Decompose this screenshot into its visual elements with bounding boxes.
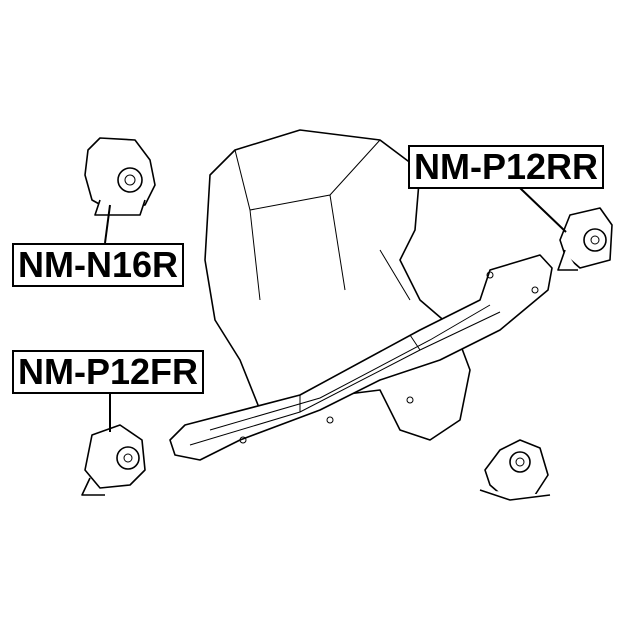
mount-front-lower (479, 439, 551, 501)
leader-lines (104, 187, 567, 432)
mount-nm-p12fr (81, 424, 146, 496)
mount-nm-p12rr (557, 207, 613, 271)
subframe (169, 254, 553, 461)
part-label-nm-p12fr: NM-P12FR (12, 350, 205, 394)
part-label-nm-n16r: NM-N16R (12, 243, 185, 287)
mount-nm-n16r (84, 137, 156, 216)
part-label-nm-p12rr: NM-P12RR (408, 145, 605, 189)
